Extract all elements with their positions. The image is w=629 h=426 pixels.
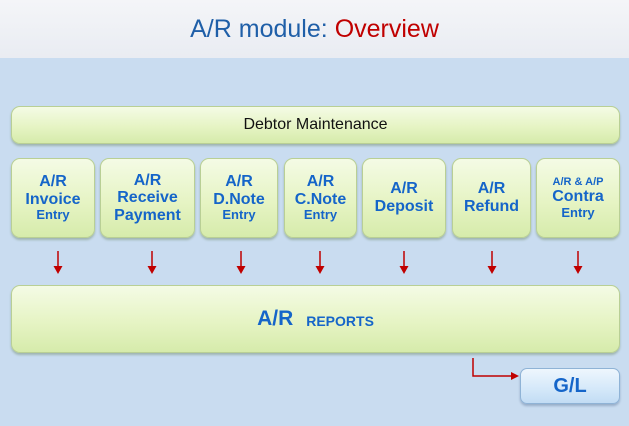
- module-cnote-entry[interactable]: A/R C.Note Entry: [284, 158, 357, 238]
- module-line2: Invoice: [25, 190, 81, 208]
- module-refund[interactable]: A/R Refund: [452, 158, 531, 238]
- down-arrow-icon: [573, 251, 583, 275]
- module-line1: A/R: [225, 173, 253, 191]
- module-line3: Entry: [222, 207, 256, 223]
- module-line2: Deposit: [374, 198, 434, 215]
- module-receive-payment[interactable]: A/R Receive Payment: [100, 158, 195, 238]
- module-line1: A/R: [477, 180, 506, 198]
- title-prefix: A/R module:: [190, 14, 328, 43]
- debtor-maintenance-box[interactable]: Debtor Maintenance: [11, 106, 620, 144]
- module-dnote-entry[interactable]: A/R D.Note Entry: [200, 158, 278, 238]
- module-line2: Contra: [552, 188, 604, 206]
- module-line1: A/R & A/P: [552, 176, 604, 188]
- down-arrow-icon: [53, 251, 63, 275]
- gl-label: G/L: [553, 374, 587, 397]
- module-line1: A/R: [306, 173, 335, 191]
- down-arrow-icon: [236, 251, 246, 275]
- module-line3: Entry: [36, 207, 70, 223]
- module-line3: Entry: [561, 204, 595, 220]
- down-arrow-icon: [399, 251, 409, 275]
- module-line1: A/R: [39, 173, 67, 191]
- connector-arrow-icon: [468, 358, 520, 387]
- module-line2: Refund: [463, 198, 520, 215]
- module-contra-entry[interactable]: A/R & A/P Contra Entry: [536, 158, 620, 238]
- module-line2: Receive: [117, 189, 178, 207]
- debtor-maintenance-label: Debtor Maintenance: [243, 116, 388, 133]
- module-line2: D.Note: [213, 190, 265, 208]
- ar-reports-box[interactable]: A/R REPORTS: [11, 285, 620, 353]
- module-line3: Payment: [114, 206, 181, 224]
- module-invoice-entry[interactable]: A/R Invoice Entry: [11, 158, 95, 238]
- reports-sub-label: REPORTS: [306, 313, 374, 329]
- down-arrow-icon: [147, 251, 157, 275]
- gl-box[interactable]: G/L: [520, 368, 620, 404]
- module-line1: A/R: [390, 180, 418, 198]
- module-deposit[interactable]: A/R Deposit: [362, 158, 446, 238]
- page-header: A/R module: Overview: [0, 0, 629, 58]
- reports-main-label: A/R: [257, 307, 294, 330]
- down-arrow-icon: [487, 251, 497, 275]
- module-line2: C.Note: [294, 190, 347, 208]
- title-highlight: Overview: [334, 14, 439, 43]
- module-line1: A/R: [133, 171, 162, 189]
- module-line3: Entry: [303, 207, 338, 223]
- down-arrow-icon: [315, 251, 325, 275]
